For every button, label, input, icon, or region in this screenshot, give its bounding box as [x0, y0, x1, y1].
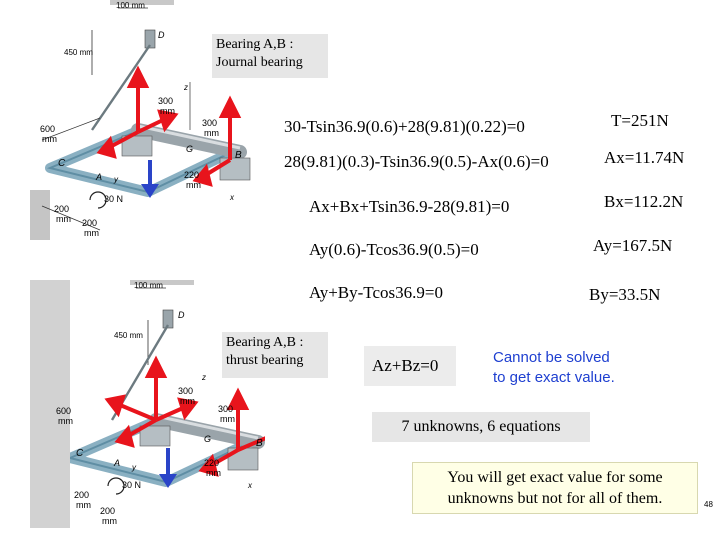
unknowns-box: 7 unknowns, 6 equations — [372, 412, 590, 442]
wall-left — [30, 280, 70, 528]
axis-y: y — [113, 175, 119, 184]
dim-mm-d: mm — [206, 468, 221, 478]
dim-mm-b: mm — [204, 128, 219, 138]
couple-arrow — [107, 477, 125, 495]
dim-mm-a: mm — [180, 396, 195, 406]
page-number: 48 — [704, 500, 713, 509]
point-c: C — [76, 448, 84, 459]
cannot-line2: to get exact value. — [493, 369, 615, 386]
exact-line1: You will get exact value for some — [447, 469, 663, 486]
point-g: G — [186, 144, 193, 154]
dim-mm-c: mm — [42, 134, 57, 144]
result-by: By=33.5N — [589, 285, 661, 304]
weight-arrow — [159, 448, 177, 488]
dim-220: 220 — [204, 458, 219, 468]
journal-box-line1: Bearing A,B : — [216, 37, 294, 52]
dim-200b: 200 — [82, 218, 97, 228]
shaft — [131, 123, 247, 159]
cannot-line1: Cannot be solved — [493, 349, 610, 366]
dim-mm-b: mm — [220, 414, 235, 424]
dim-220: 220 — [184, 170, 199, 180]
dim-mm-d: mm — [186, 180, 201, 190]
equation-5: Ay+By-Tcos36.9=0 — [309, 283, 443, 302]
point-a: A — [95, 172, 102, 182]
axis-y: y — [131, 463, 137, 472]
dim-mm-a: mm — [160, 106, 175, 116]
axis-z: z — [183, 83, 188, 92]
journal-box-line2: Journal bearing — [216, 55, 303, 70]
exact-line2: unknowns but not for all of them. — [447, 490, 663, 507]
couple-arrow — [89, 191, 107, 209]
equation-4: Ay(0.6)-Tcos36.9(0.5)=0 — [309, 240, 479, 259]
dim-mm-c: mm — [58, 416, 73, 426]
point-d: D — [158, 30, 165, 40]
force-30n: 30 N — [122, 480, 141, 490]
result-ay: Ay=167.5N — [593, 236, 673, 255]
point-b: B — [235, 150, 242, 161]
weight-arrow — [141, 160, 159, 198]
result-t: T=251N — [611, 111, 669, 130]
thrust-box-line2: thrust bearing — [226, 353, 304, 368]
dim-mm-f: mm — [84, 228, 99, 238]
axis-x: x — [247, 481, 253, 490]
dim-100: 100 mm — [116, 1, 145, 10]
dim-600: 600 — [56, 406, 71, 416]
journal-bearing-box: Bearing A,B : Journal bearing — [212, 34, 328, 78]
equation-6-box — [364, 346, 456, 386]
force-30n: 30 N — [104, 194, 123, 204]
dim-200a: 200 — [54, 204, 69, 214]
dim-300a: 300 — [178, 386, 193, 396]
reaction-arrows-red — [96, 65, 242, 187]
unknowns-text: 7 unknowns, 6 equations — [401, 418, 561, 435]
dim-300b: 300 — [218, 404, 233, 414]
dim-mm-e: mm — [56, 214, 71, 224]
bearing-a — [139, 425, 171, 447]
point-a: A — [113, 458, 120, 468]
bearing-a — [121, 135, 153, 157]
thrust-box-line1: Bearing A,B : — [226, 335, 304, 350]
dim-mm-e: mm — [76, 500, 91, 510]
dim-mm-f: mm — [102, 516, 117, 526]
axis-x: x — [229, 193, 235, 202]
axis-z: z — [201, 373, 206, 382]
figure-journal-bearing: 100 mm 450 mm D z 300 mm 300 mm 600 mm C… — [30, 0, 251, 240]
hook-d — [144, 29, 156, 49]
result-ax: Ax=11.74N — [604, 148, 685, 167]
dim-450: 450 mm — [64, 48, 93, 57]
dim-600: 600 — [40, 124, 55, 134]
thrust-bearing-box: Bearing A,B : thrust bearing — [222, 332, 328, 378]
equation-1: 30-Tsin36.9(0.6)+28(9.81)(0.22)=0 — [284, 117, 525, 136]
point-g: G — [204, 434, 211, 444]
hook-d — [162, 309, 174, 329]
result-bx: Bx=112.2N — [604, 192, 684, 211]
point-d: D — [178, 310, 185, 320]
dim-200b: 200 — [100, 506, 115, 516]
point-b: B — [256, 438, 263, 449]
point-c: C — [58, 158, 66, 169]
reaction-arrows-red — [104, 355, 265, 477]
dim-200a: 200 — [74, 490, 89, 500]
equation-3: Ax+Bx+Tsin36.9-28(9.81)=0 — [309, 197, 510, 216]
dim-450: 450 mm — [114, 331, 143, 340]
figure-thrust-bearing: 100 mm 450 mm D z 300 mm 300 mm 600 mm C… — [30, 280, 265, 528]
cable — [91, 44, 151, 131]
equation-6: Az+Bz=0 — [372, 356, 439, 375]
dim-300a: 300 — [158, 96, 173, 106]
equation-2: 28(9.81)(0.3)-Tsin36.9(0.5)-Ax(0.6)=0 — [284, 152, 549, 171]
cannot-solve-note: Cannot be solved to get exact value. — [493, 348, 615, 388]
shaft — [149, 413, 265, 449]
exact-value-note: You will get exact value for some unknow… — [412, 462, 698, 514]
dim-100: 100 mm — [134, 281, 163, 290]
dim-300b: 300 — [202, 118, 217, 128]
